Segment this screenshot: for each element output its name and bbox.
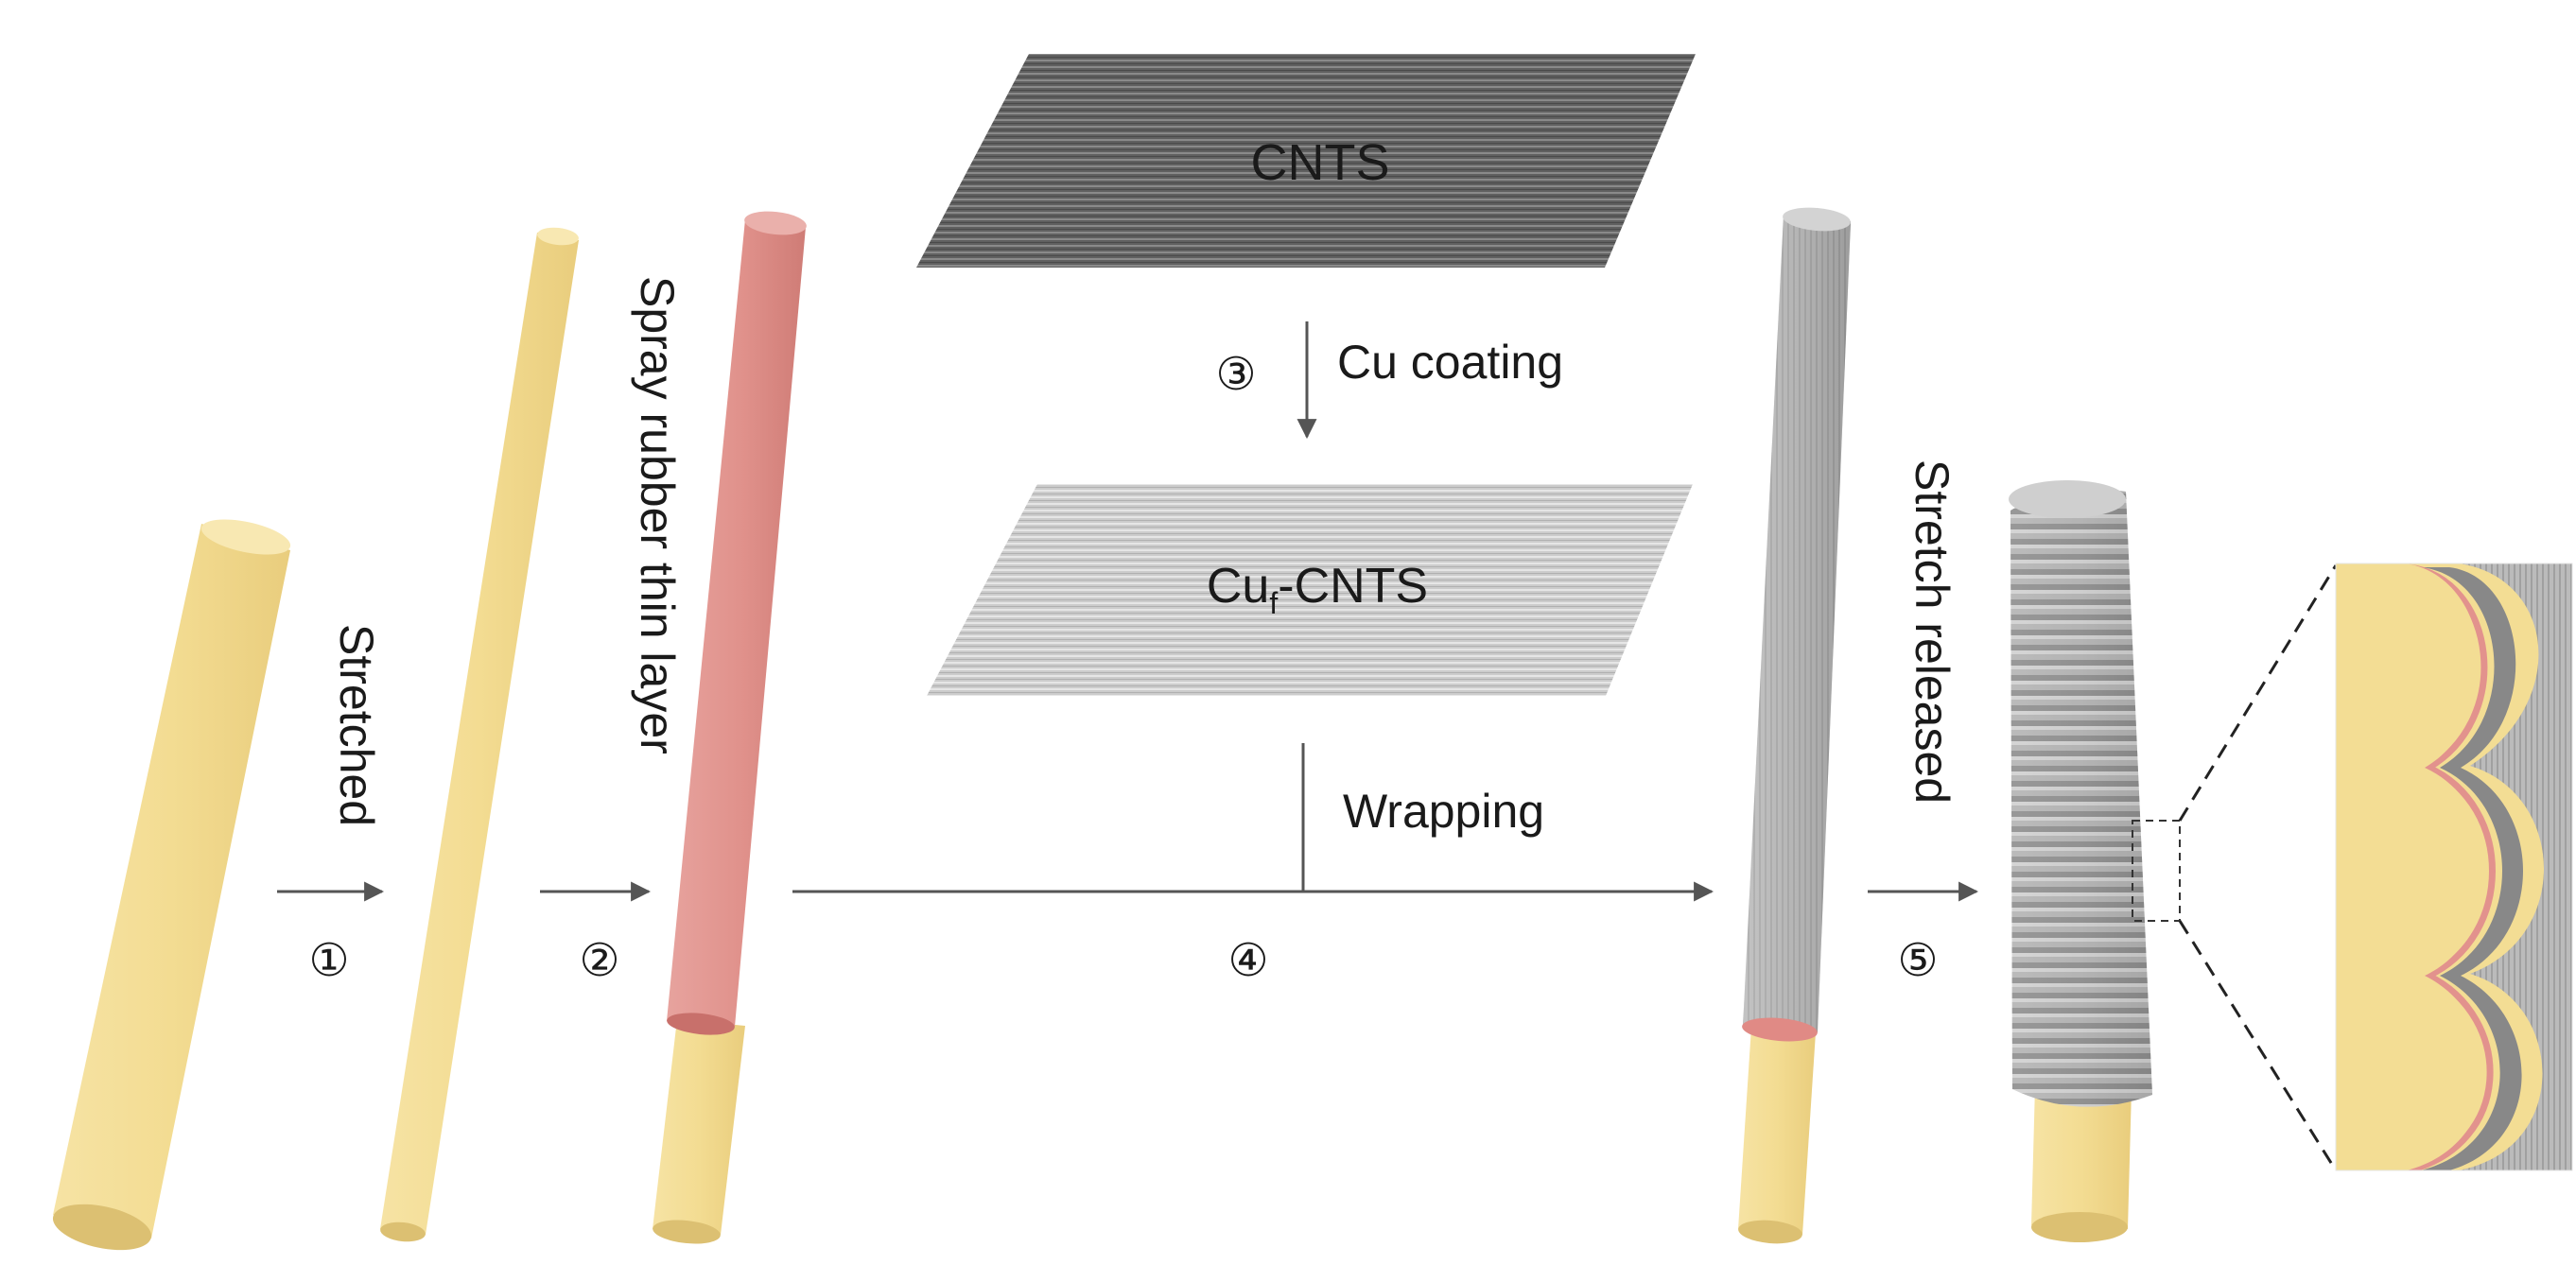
cuf-cnts-sheet	[927, 484, 1693, 696]
rod-wrinkled	[2009, 480, 2181, 1242]
cu-coating-label: Cu coating	[1337, 336, 1563, 389]
step-4-marker: ④	[1227, 936, 1268, 986]
cross-section-detail	[2336, 563, 2572, 1170]
cuf-rest: -CNTS	[1278, 559, 1428, 614]
zoom-line-bottom	[2178, 920, 2338, 1171]
stretch-released-label: Stretch released	[1906, 459, 1958, 804]
wrapping-label: Wrapping	[1343, 785, 1544, 838]
zoom-line-top	[2178, 564, 2338, 822]
step-3-marker: ③	[1215, 350, 1256, 400]
cuf-base: Cu	[1207, 559, 1269, 614]
rod-initial	[52, 519, 291, 1251]
step-5-marker: ⑤	[1897, 936, 1938, 986]
spray-label: Spray rubber thin layer	[631, 276, 684, 754]
step-2-marker: ②	[579, 936, 619, 986]
cnts-sheet	[916, 54, 1696, 268]
detail-region-box	[2132, 820, 2181, 922]
cnts-label: CNTS	[1251, 134, 1390, 191]
step-1-marker: ①	[308, 936, 349, 986]
rod-stretched	[380, 227, 579, 1242]
rod-wrapped	[1738, 207, 1851, 1244]
cuf-cnts-label: Cuf-CNTS	[1207, 559, 1428, 620]
rod-rubber-coated	[653, 211, 807, 1244]
stretched-label: Stretched	[330, 624, 383, 826]
cuf-sub: f	[1269, 586, 1278, 620]
